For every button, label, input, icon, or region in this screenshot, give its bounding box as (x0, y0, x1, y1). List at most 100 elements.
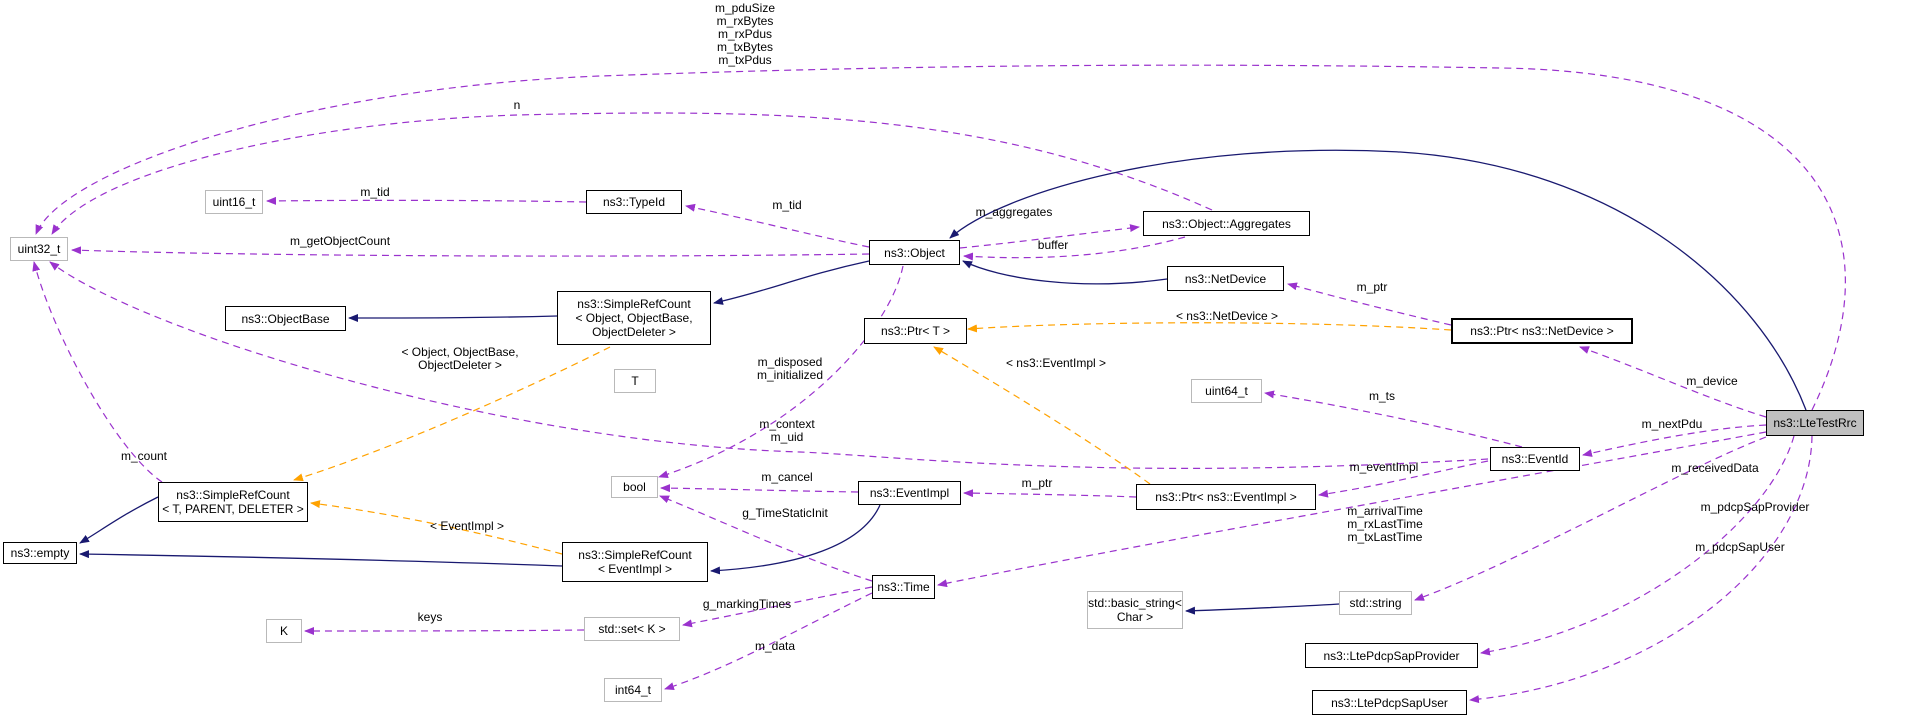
edge-label-text: m_count (120, 449, 168, 463)
edge-label-line: ObjectDeleter > (418, 358, 502, 372)
edge-m-context-uid (49, 261, 1489, 469)
node-label: ns3::Time (877, 580, 930, 594)
node-ns3-simplerefcount-object[interactable]: ns3::SimpleRefCount < Object, ObjectBase… (557, 291, 711, 345)
node-ns3-object-aggregates[interactable]: ns3::Object::Aggregates (1143, 211, 1310, 236)
node-ns3-typeid[interactable]: ns3::TypeId (586, 190, 682, 214)
node-label: std::string (1349, 596, 1402, 610)
edge-label-line: m_pduSize (714, 1, 776, 15)
node-bool: bool (611, 476, 658, 498)
node-ns3-ltepdcpsapprovider[interactable]: ns3::LtePdcpSapProvider (1305, 643, 1478, 668)
edge-label-template-eventimpl-src: < EventImpl > (430, 520, 504, 533)
node-label: uint16_t (212, 195, 256, 209)
edge-n (51, 112, 1213, 235)
edge-g-markingtimes (682, 586, 873, 628)
edge-template-eventimpl-ptr (933, 346, 1151, 485)
edge-label-m-ptr-1: m_ptr (1357, 281, 1388, 294)
edge-label-template-netdevice: < ns3::NetDevice > (1176, 310, 1278, 323)
edge-m-getobjectcount (71, 246, 870, 257)
edge-label-m-data: m_data (755, 640, 795, 653)
edge-g-timestaticinit (659, 495, 873, 582)
edge-label-m-cancel: m_cancel (761, 471, 812, 484)
node-label: ns3::ObjectBase (241, 311, 330, 326)
edge-label-line: m_disposed (757, 355, 823, 369)
node-label-line: < T, PARENT, DELETER > (162, 502, 304, 516)
edge-m-nextpdu (1582, 424, 1767, 457)
node-label: ns3::Ptr< ns3::EventImpl > (1155, 490, 1297, 504)
node-label: ns3::Object (884, 245, 945, 260)
node-ns3-netdevice[interactable]: ns3::NetDevice (1167, 266, 1284, 291)
node-uint64-t: uint64_t (1191, 379, 1262, 403)
node-ns3-eventid[interactable]: ns3::EventId (1490, 447, 1580, 471)
edge-label-text: < ns3::NetDevice > (1175, 309, 1279, 323)
edge-keys (304, 626, 585, 635)
edge-label-text: m_getObjectCount (289, 234, 391, 248)
node-label: ns3::Ptr< T > (881, 324, 950, 338)
node-label: ns3::LtePdcpSapUser (1331, 695, 1448, 710)
node-ns3-empty[interactable]: ns3::empty (3, 542, 77, 564)
node-ns3-objectbase[interactable]: ns3::ObjectBase (225, 306, 346, 331)
node-ns3-ltepdcpsapuser[interactable]: ns3::LtePdcpSapUser (1312, 690, 1467, 715)
node-uint16-t: uint16_t (205, 190, 263, 214)
node-ns3-object[interactable]: ns3::Object (869, 240, 960, 265)
node-label: ns3::Object::Aggregates (1162, 216, 1291, 231)
node-label: std::set< K > (598, 622, 666, 636)
edge-label-text: < ns3::EventImpl > (1005, 356, 1107, 370)
node-label: ns3::LtePdcpSapProvider (1323, 648, 1460, 663)
edge-label-m-pdcpsapuser: m_pdcpSapUser (1695, 541, 1784, 554)
node-std-set-k: std::set< K > (584, 617, 680, 641)
edge-m-pdcpsapprovider (1480, 435, 1795, 656)
edge-label-text: g_markingTimes (702, 597, 792, 611)
node-ns3-eventimpl[interactable]: ns3::EventImpl (858, 481, 961, 505)
node-label: ns3::EventImpl (869, 486, 950, 500)
edge-m-device (1579, 346, 1767, 418)
edge-label-line: m_rxBytes (716, 14, 774, 28)
edge-label-m-nextpdu: m_nextPdu (1642, 418, 1703, 431)
node-int64-t: int64_t (604, 678, 662, 702)
node-uint32-t: uint32_t (10, 237, 68, 261)
node-ns3-ptr-t[interactable]: ns3::Ptr< T > (864, 318, 967, 344)
edge-label-text: m_receivedData (1671, 461, 1759, 475)
edge-label-m-ptr-2: m_ptr (1022, 477, 1053, 490)
edge-m-cancel (660, 484, 859, 493)
edge-inherit-object-src (713, 260, 870, 305)
edge-inherit-eventimpl-src (710, 504, 881, 575)
node-ns3-simplerefcount-tpd[interactable]: ns3::SimpleRefCount < T, PARENT, DELETER… (158, 482, 308, 522)
node-label: bool (623, 480, 646, 494)
edge-label-line: m_initialized (756, 368, 824, 382)
edge-label-text: m_ptr (1021, 476, 1053, 490)
edge-label-text: < EventImpl > (429, 519, 505, 533)
edge-label-m-getobjectcount: m_getObjectCount (290, 235, 390, 248)
node-label-line: Char > (1116, 610, 1154, 624)
node-ns3-ptr-netdevice[interactable]: ns3::Ptr< ns3::NetDevice > (1451, 318, 1633, 344)
node-label: int64_t (614, 683, 652, 697)
edge-m-arrivaltime (937, 431, 1767, 588)
edge-m-count (32, 261, 163, 483)
node-label: ns3::LteTestRrc (1773, 416, 1857, 430)
edge-label-buffer: buffer (1038, 239, 1068, 252)
edge-inherit-src-objectbase (348, 313, 558, 322)
edge-label-m-eventimpl: m_eventImpl (1350, 461, 1419, 474)
edge-inherit-string-basicstring (1185, 603, 1340, 615)
edge-label-g-markingtimes: g_markingTimes (703, 598, 791, 611)
edge-label-text: m_aggregates (975, 205, 1053, 219)
node-label: ns3::Ptr< ns3::NetDevice > (1470, 324, 1614, 338)
node-label-line: ns3::SimpleRefCount (176, 488, 290, 502)
edge-label-template-eventimpl-ptr: < ns3::EventImpl > (1006, 357, 1106, 370)
node-label: ns3::NetDevice (1184, 271, 1267, 286)
edge-label-text: m_data (754, 639, 796, 653)
edge-template-object (293, 346, 611, 482)
edge-label-text: keys (417, 610, 443, 624)
edge-label-text: g_TimeStaticInit (742, 506, 828, 520)
node-ns3-ptr-eventimpl[interactable]: ns3::Ptr< ns3::EventImpl > (1136, 484, 1316, 510)
edge-inherit-ltetestrrc-object (949, 149, 1807, 411)
edge-inherit-netdevice-object (962, 260, 1168, 285)
node-ns3-simplerefcount-eventimpl[interactable]: ns3::SimpleRefCount < EventImpl > (562, 542, 708, 582)
edge-m-ptr-1 (1287, 282, 1452, 326)
node-ns3-ltetestrrc[interactable]: ns3::LteTestRrc (1766, 410, 1864, 436)
node-label: K (279, 624, 288, 638)
edge-label-line: m_txPdus (718, 53, 772, 67)
edge-label-m-disposed: m_disposed m_initialized (757, 356, 823, 382)
node-ns3-time[interactable]: ns3::Time (872, 575, 935, 599)
